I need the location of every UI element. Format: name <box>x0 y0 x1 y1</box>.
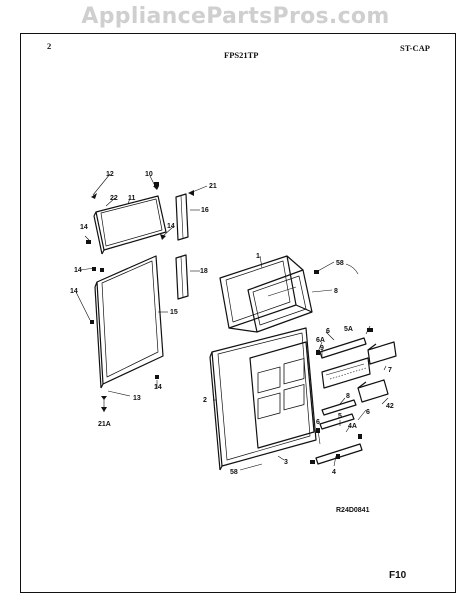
callout-9: 9 <box>320 345 324 352</box>
callout-13: 13 <box>133 395 141 402</box>
callout-58: 58 <box>230 469 238 476</box>
callout-15: 15 <box>170 309 178 316</box>
figure-id: F10 <box>389 570 407 581</box>
callout-14: 14 <box>74 267 82 274</box>
callout-7: 7 <box>388 367 392 374</box>
drawing-id: R24D0841 <box>336 507 370 514</box>
freezer-door-liner <box>93 195 167 255</box>
section-code: ST-CAP <box>400 43 430 53</box>
callout-4a: 4A <box>348 423 357 430</box>
dairy-shelf <box>319 337 367 359</box>
butter-bin <box>357 379 389 403</box>
food-handle <box>175 254 189 300</box>
callout-11: 11 <box>128 195 136 202</box>
callout-6: 6 <box>326 328 330 335</box>
page-number: 2 <box>47 41 52 51</box>
callout-4: 4 <box>332 469 336 476</box>
callout-12: 12 <box>106 171 114 178</box>
callout-14: 14 <box>70 288 78 295</box>
callout-6a: 6A <box>316 337 325 344</box>
callout-10: 10 <box>145 171 153 178</box>
callout-6: 6 <box>316 419 320 426</box>
food-door-liner <box>94 255 164 389</box>
callout-22: 22 <box>110 195 118 202</box>
callout-14: 14 <box>167 223 175 230</box>
callout-1: 1 <box>256 253 260 260</box>
food-door <box>209 327 317 471</box>
callout-42: 42 <box>386 403 394 410</box>
model-number: FPS21TP <box>224 50 259 60</box>
callout-58: 58 <box>336 260 344 267</box>
callout-2: 2 <box>203 397 207 404</box>
freezer-handle <box>175 193 189 241</box>
callout-8: 8 <box>346 393 350 400</box>
door-bin-upper <box>367 341 397 365</box>
callout-8: 8 <box>334 288 338 295</box>
callout-21: 21 <box>209 183 217 190</box>
callout-16: 16 <box>201 207 209 214</box>
callout-6: 6 <box>366 409 370 416</box>
shelf-rail <box>315 399 363 465</box>
door-bin-middle <box>321 357 371 389</box>
page-border <box>20 33 456 593</box>
callout-14: 14 <box>154 384 162 391</box>
freezer-door <box>219 255 313 333</box>
callout-5a: 5A <box>344 326 353 333</box>
watermark: AppliancePartsPros.com <box>81 4 390 29</box>
callout-3: 3 <box>284 459 288 466</box>
callout-5: 5 <box>338 413 342 420</box>
callout-14: 14 <box>80 224 88 231</box>
callout-21a: 21A <box>98 421 111 428</box>
callout-18: 18 <box>200 268 208 275</box>
